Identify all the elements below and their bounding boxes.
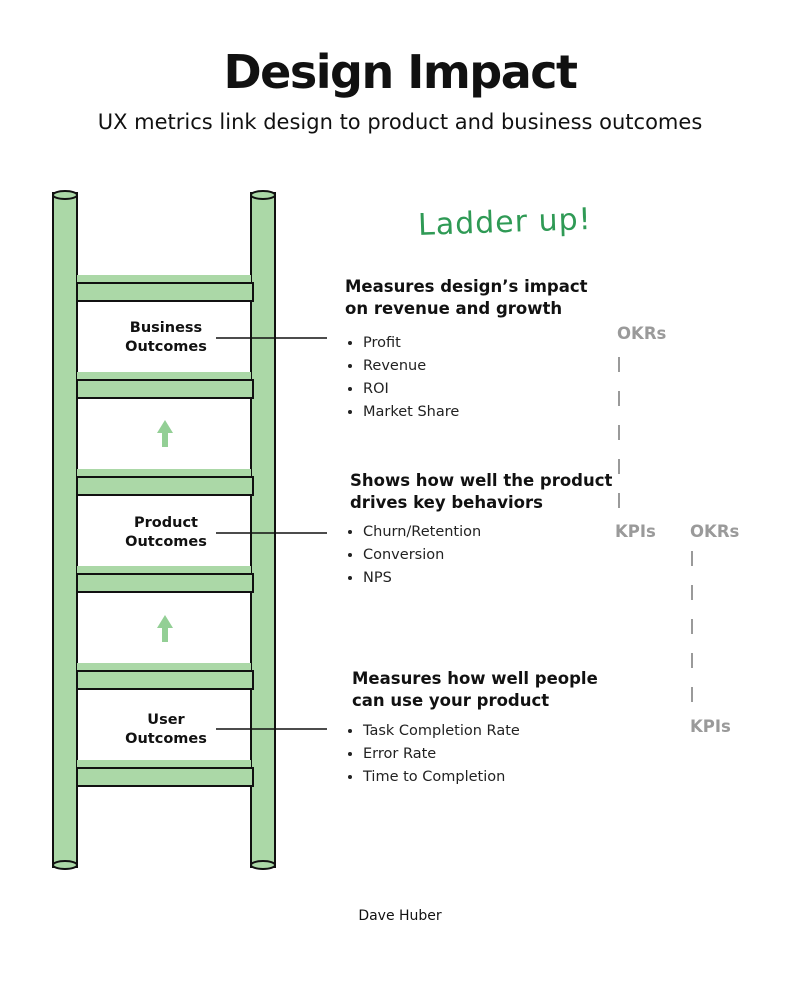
ladder-rung bbox=[76, 566, 254, 593]
kpis-label-lower: KPIs bbox=[690, 717, 731, 736]
dash-tick bbox=[618, 391, 620, 406]
list-item: Profit bbox=[363, 332, 459, 355]
dash-tick bbox=[691, 653, 693, 668]
list-item: Churn/Retention bbox=[363, 521, 481, 544]
heading-line: can use your product bbox=[352, 691, 550, 710]
ladder-up-annotation: Ladder up! bbox=[417, 201, 593, 244]
heading-line: Shows how well the product bbox=[350, 471, 613, 490]
level-label-line: Outcomes bbox=[125, 534, 207, 550]
ladder-rung bbox=[76, 760, 254, 787]
ladder-left-rail bbox=[52, 190, 78, 870]
level-label-business: Business Outcomes bbox=[101, 319, 231, 357]
heading-line: Measures design’s impact bbox=[345, 277, 588, 296]
level-label-line: Business bbox=[129, 320, 203, 336]
product-metrics-list: Churn/Retention Conversion NPS bbox=[345, 521, 481, 590]
dash-tick bbox=[691, 687, 693, 702]
heading-line: on revenue and growth bbox=[345, 299, 563, 318]
list-item: Time to Completion bbox=[363, 766, 520, 789]
dash-tick bbox=[618, 357, 620, 372]
list-item: Conversion bbox=[363, 544, 481, 567]
ladder-rung bbox=[76, 275, 254, 302]
page-title: Design Impact bbox=[223, 45, 579, 99]
dash-tick bbox=[618, 459, 620, 474]
okrs-label-lower: OKRs bbox=[690, 522, 740, 541]
level-label-line: Product bbox=[134, 515, 198, 531]
list-item: Error Rate bbox=[363, 743, 520, 766]
kpis-label-upper: KPIs bbox=[615, 522, 656, 541]
up-arrow-icon bbox=[157, 615, 173, 642]
business-heading: Measures design’s impact on revenue and … bbox=[345, 276, 645, 320]
list-item: Task Completion Rate bbox=[363, 720, 520, 743]
okrs-label-upper: OKRs bbox=[617, 324, 667, 343]
level-label-line: Outcomes bbox=[125, 339, 207, 355]
product-heading: Shows how well the product drives key be… bbox=[350, 470, 650, 514]
dash-tick bbox=[691, 551, 693, 566]
heading-line: Measures how well people bbox=[352, 669, 598, 688]
ladder-rungs bbox=[76, 275, 254, 787]
ladder-rung bbox=[76, 372, 254, 399]
level-label-line: Outcomes bbox=[125, 731, 207, 747]
level-label-user: User Outcomes bbox=[101, 711, 231, 749]
dash-tick bbox=[691, 619, 693, 634]
level-label-product: Product Outcomes bbox=[101, 514, 231, 552]
ladder-rung bbox=[76, 663, 254, 690]
level-label-line: User bbox=[147, 712, 185, 728]
heading-line: drives key behaviors bbox=[350, 493, 543, 512]
user-heading: Measures how well people can use your pr… bbox=[352, 668, 652, 712]
list-item: ROI bbox=[363, 378, 459, 401]
list-item: Market Share bbox=[363, 401, 459, 424]
dash-tick bbox=[618, 425, 620, 440]
list-item: Revenue bbox=[363, 355, 459, 378]
user-metrics-list: Task Completion Rate Error Rate Time to … bbox=[345, 720, 520, 789]
dash-tick bbox=[691, 585, 693, 600]
author-credit: Dave Huber bbox=[358, 908, 442, 924]
ladder-rung bbox=[76, 469, 254, 496]
ladder-right-rail bbox=[250, 190, 276, 870]
page-subtitle: UX metrics link design to product and bu… bbox=[97, 110, 703, 134]
dash-tick bbox=[618, 493, 620, 508]
up-arrow-icon bbox=[157, 420, 173, 447]
business-metrics-list: Profit Revenue ROI Market Share bbox=[345, 332, 459, 424]
list-item: NPS bbox=[363, 567, 481, 590]
